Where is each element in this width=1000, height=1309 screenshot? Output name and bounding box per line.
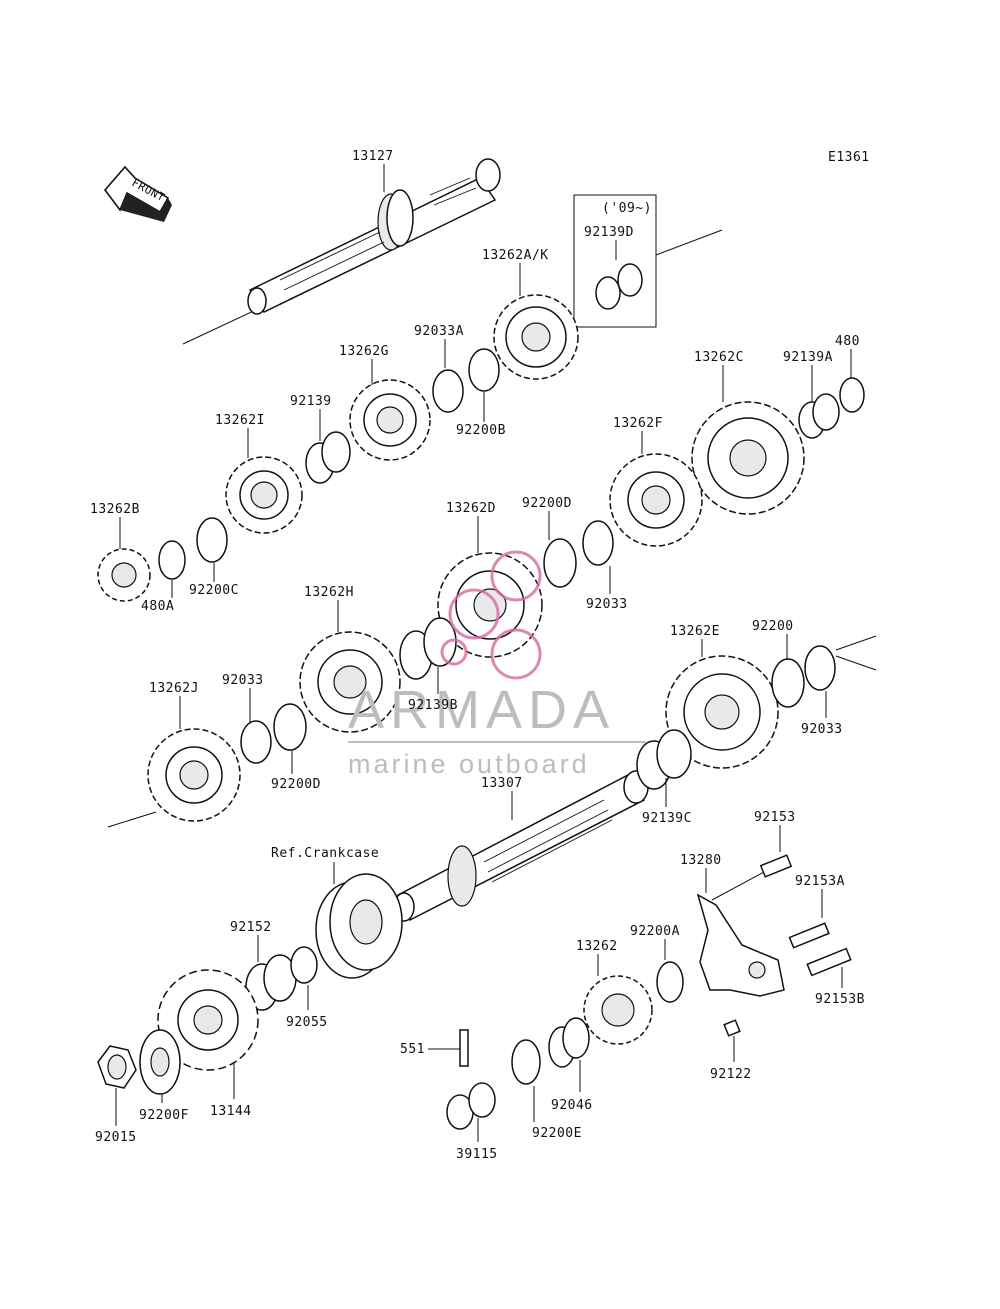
o-ring-92055 [290,946,318,984]
output-shaft-13307 [393,770,649,922]
label-92046: 92046 [551,1098,593,1113]
circlip-92033a [432,369,464,413]
label-92015: 92015 [95,1130,137,1145]
label-13262j: 13262J [149,681,199,696]
label-13262f: 13262F [613,416,663,431]
bracket-13280 [696,893,785,997]
washer-92200c [196,517,228,563]
pin-551 [459,1029,469,1067]
washer-92200d-upper [543,538,577,588]
label-92033a: 92033A [414,324,464,339]
front-arrow-icon: FRONT [103,165,172,222]
gear-13262ak [493,294,579,380]
label-480a: 480A [141,599,174,614]
label-92200e: 92200E [532,1126,582,1141]
washer-92200f [139,1029,181,1095]
label-92033-mid: 92033 [586,597,628,612]
label-551: 551 [400,1042,425,1057]
label-92139a: 92139A [783,350,833,365]
washer-92200b [468,348,500,392]
watermark: ARMADA marine outboard [348,550,646,779]
bolt-92153b [806,947,852,977]
ref-crankcase-label: Ref.Crankcase [271,846,379,861]
circlip-92033-right [804,635,877,691]
label-92139c: 92139C [642,811,692,826]
bolt-92153a [788,922,830,949]
label-92033-left: 92033 [222,673,264,688]
main-shaft-13127 [182,158,501,345]
gear-13262e [665,655,779,769]
bushing-92139 [305,431,351,484]
bushing-92139c [636,729,692,790]
circlip-480a [158,540,186,580]
gear-13262 [583,975,653,1045]
label-92200c: 92200C [189,583,239,598]
bushing-92139b [399,617,457,680]
label-13262i: 13262I [215,413,265,428]
label-13262e: 13262E [670,624,720,639]
label-92152: 92152 [230,920,272,935]
circlip-480 [839,377,865,413]
bracket-years-label: ('09~) [602,201,652,216]
label-13262c: 13262C [694,350,744,365]
sprocket-13144 [157,969,259,1071]
gear-13262g [349,379,431,461]
label-92200b: 92200B [456,423,506,438]
gear-13262j [107,728,241,828]
label-92200a: 92200A [630,924,680,939]
watermark-brand: ARMADA [348,680,615,740]
bracket-92139d: ('09~) 92139D [573,194,723,328]
label-13127: 13127 [352,149,394,164]
label-13262g: 13262G [339,344,389,359]
label-480: 480 [835,334,860,349]
label-92153b: 92153B [815,992,865,1007]
label-13262: 13262 [576,939,618,954]
gear-13262i [225,456,303,534]
collar-39115 [446,1082,496,1130]
label-13307: 13307 [481,776,523,791]
gear-13262c [691,401,805,515]
bracket-part-label: 92139D [584,225,634,240]
watermark-emblem [440,550,542,680]
circlip-92033-left [240,720,272,764]
label-92139: 92139 [290,394,332,409]
washer-92200e [511,1039,541,1085]
bushing-92139a [798,393,840,439]
washer-92200 [771,658,805,708]
bolt-92153 [711,854,793,901]
label-13262d: 13262D [446,501,496,516]
collar-92152 [245,954,297,1011]
label-92139b: 92139B [408,698,458,713]
dowel-92122 [723,1019,741,1037]
washer-92200d-lower [273,703,307,751]
label-92122: 92122 [710,1067,752,1082]
label-13144: 13144 [210,1104,252,1119]
label-13262h: 13262H [304,585,354,600]
diagram-code: E1361 [828,150,870,165]
label-13280: 13280 [680,853,722,868]
part-number-labels: 13127 13262A/K 92033A 13262G 92200B 480 … [90,149,865,1162]
label-13262b: 13262B [90,502,140,517]
label-92200d-upper: 92200D [522,496,572,511]
circlip-92033-mid [582,520,614,566]
label-92153: 92153 [754,810,796,825]
bearing-ref-crankcase [315,873,403,979]
washer-92200a [656,961,684,1003]
gear-13262h [299,631,401,733]
label-92200: 92200 [752,619,794,634]
label-92153a: 92153A [795,874,845,889]
watermark-tagline: marine outboard [348,749,590,779]
gear-13262b [97,548,151,602]
gear-13262f [609,453,703,547]
label-92055: 92055 [286,1015,328,1030]
label-92033-right: 92033 [801,722,843,737]
label-92200f: 92200F [139,1108,189,1123]
label-39115: 39115 [456,1147,498,1162]
leader-lines [115,164,852,1142]
label-92200d-lower: 92200D [271,777,321,792]
label-13262ak: 13262A/K [482,248,549,263]
nut-92015 [97,1045,137,1089]
bearing-92046 [548,1017,590,1068]
